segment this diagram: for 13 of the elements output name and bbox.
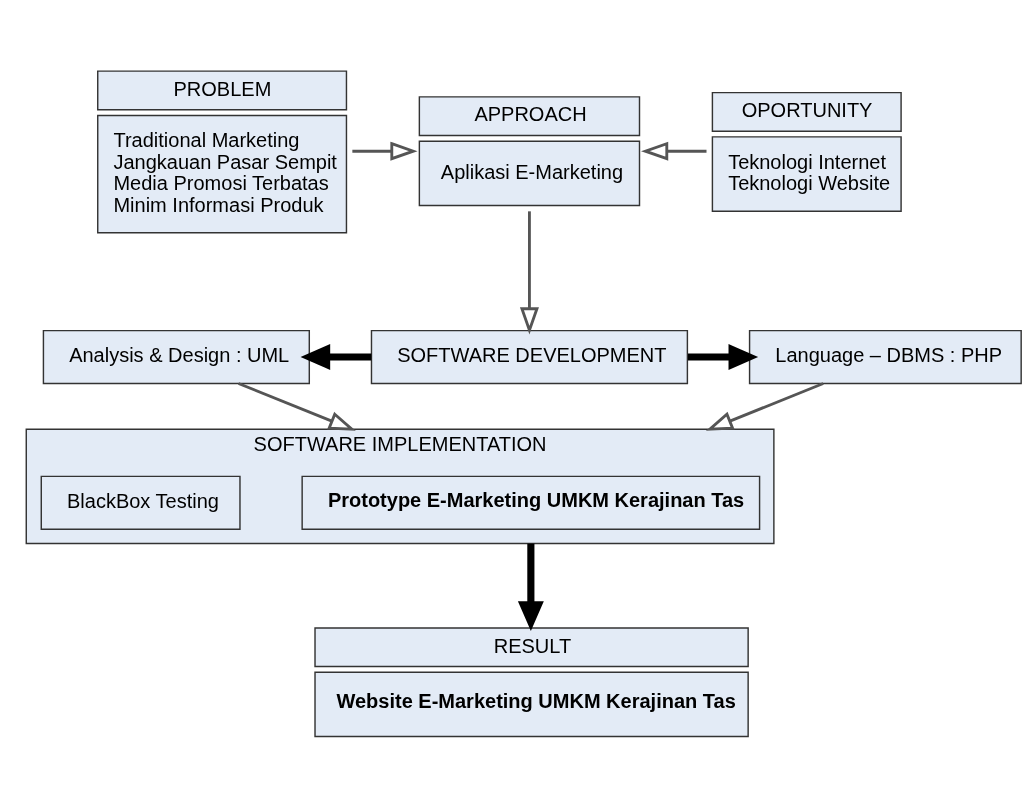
node-box: Analysis & Design : UML <box>42 329 310 385</box>
arrow <box>519 211 539 335</box>
arrow <box>517 543 544 631</box>
arrow <box>300 344 371 370</box>
node-box: SOFTWARE DEVELOPMENT <box>370 329 688 385</box>
node-box: Prototype E-Marketing UMKM Kerajinan Tas <box>300 475 760 530</box>
node-box: BlackBox Testing <box>40 475 241 530</box>
arrow <box>640 141 706 161</box>
arrow <box>351 141 418 161</box>
arrow <box>705 382 824 431</box>
node-box: Language – DBMS : PHP <box>748 329 1022 385</box>
arrow <box>687 344 758 370</box>
arrow <box>237 382 356 431</box>
